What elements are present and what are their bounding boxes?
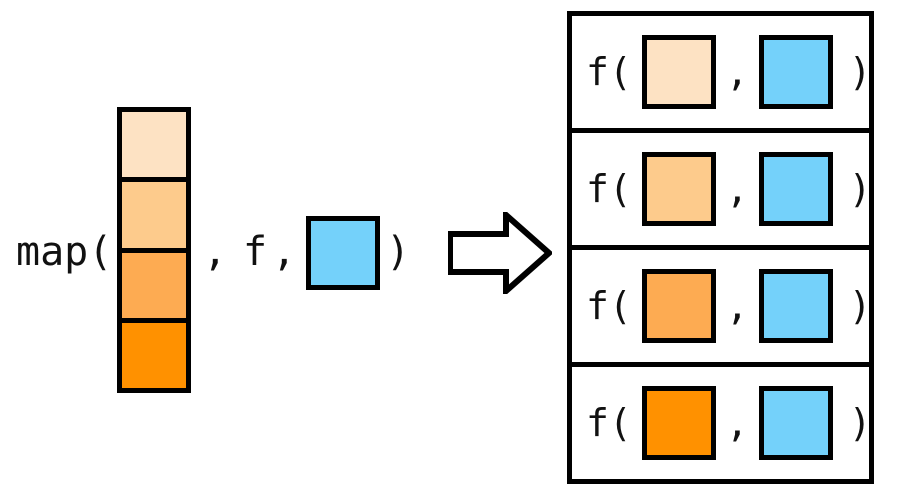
row-first-argument-square <box>641 269 716 343</box>
row-second-argument-square <box>758 35 833 109</box>
row-prefix: f( <box>586 50 632 94</box>
argument-separator-comma-1: , <box>203 229 228 275</box>
function-f-label: f <box>243 229 268 275</box>
shared-value-square <box>306 216 380 290</box>
row-first-argument-square <box>641 152 716 226</box>
row-first-argument-square <box>641 386 716 460</box>
row-suffix: ) <box>848 167 872 211</box>
row-suffix: ) <box>848 401 872 445</box>
collection-cell-1 <box>122 112 186 183</box>
row-suffix: ) <box>848 284 872 328</box>
result-row: f( , ) <box>572 133 872 250</box>
map-call-label: map( <box>16 229 113 275</box>
map-call-close-paren: ) <box>386 229 411 275</box>
row-prefix: f( <box>586 284 632 328</box>
result-row: f( , ) <box>572 16 872 133</box>
row-second-argument-square <box>758 152 833 226</box>
row-first-argument-square <box>641 35 716 109</box>
collection-cell-2 <box>122 182 186 253</box>
collection-cell-3 <box>122 252 186 323</box>
row-separator: , <box>725 50 749 94</box>
row-prefix: f( <box>586 401 632 445</box>
row-second-argument-square <box>758 269 833 343</box>
row-separator: , <box>725 167 749 211</box>
transforms-into-arrow <box>448 212 552 294</box>
collection-cell-4 <box>122 322 186 388</box>
result-row: f( , ) <box>572 250 872 367</box>
row-suffix: ) <box>848 50 872 94</box>
row-separator: , <box>725 401 749 445</box>
result-row: f( , ) <box>572 367 872 479</box>
input-collection-column <box>117 107 191 393</box>
results-panel: f( , ) f( , ) f( , <box>567 11 874 484</box>
row-prefix: f( <box>586 167 632 211</box>
argument-separator-comma-2: , <box>272 229 297 275</box>
row-second-argument-square <box>758 386 833 460</box>
row-separator: , <box>725 284 749 328</box>
